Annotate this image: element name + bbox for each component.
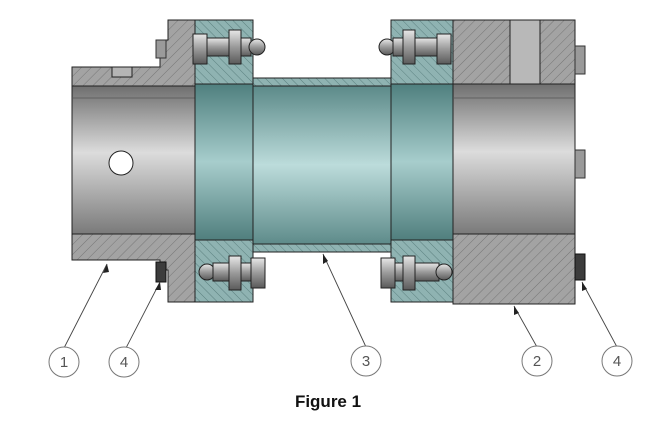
svg-text:2: 2 <box>533 353 541 370</box>
svg-text:4: 4 <box>120 354 128 371</box>
bolt-top-right <box>378 29 452 65</box>
bolt-top-left <box>192 29 266 65</box>
callout-2: 2 <box>521 345 553 377</box>
left-hub <box>71 19 196 303</box>
svg-text:1: 1 <box>60 354 68 371</box>
svg-text:4: 4 <box>613 353 621 370</box>
figure-caption: Figure 1 <box>294 392 362 411</box>
left-set-screw-top <box>155 39 167 59</box>
bolt-bottom-right <box>380 255 453 291</box>
leader-arrowheads <box>103 254 587 315</box>
right-set-screw-top <box>574 45 586 75</box>
right-set-screw-mid <box>574 149 586 179</box>
right-set-screw-bottom <box>574 253 586 281</box>
left-set-screw <box>155 261 167 283</box>
bolt-bottom-left <box>198 255 266 291</box>
callout-4-right: 4 <box>601 345 633 377</box>
svg-text:3: 3 <box>362 353 370 370</box>
callout-3: 3 <box>350 345 382 377</box>
right-hub <box>452 19 576 305</box>
callout-4-left: 4 <box>108 346 140 378</box>
center-spacer <box>252 77 392 253</box>
callout-1: 1 <box>48 346 80 378</box>
